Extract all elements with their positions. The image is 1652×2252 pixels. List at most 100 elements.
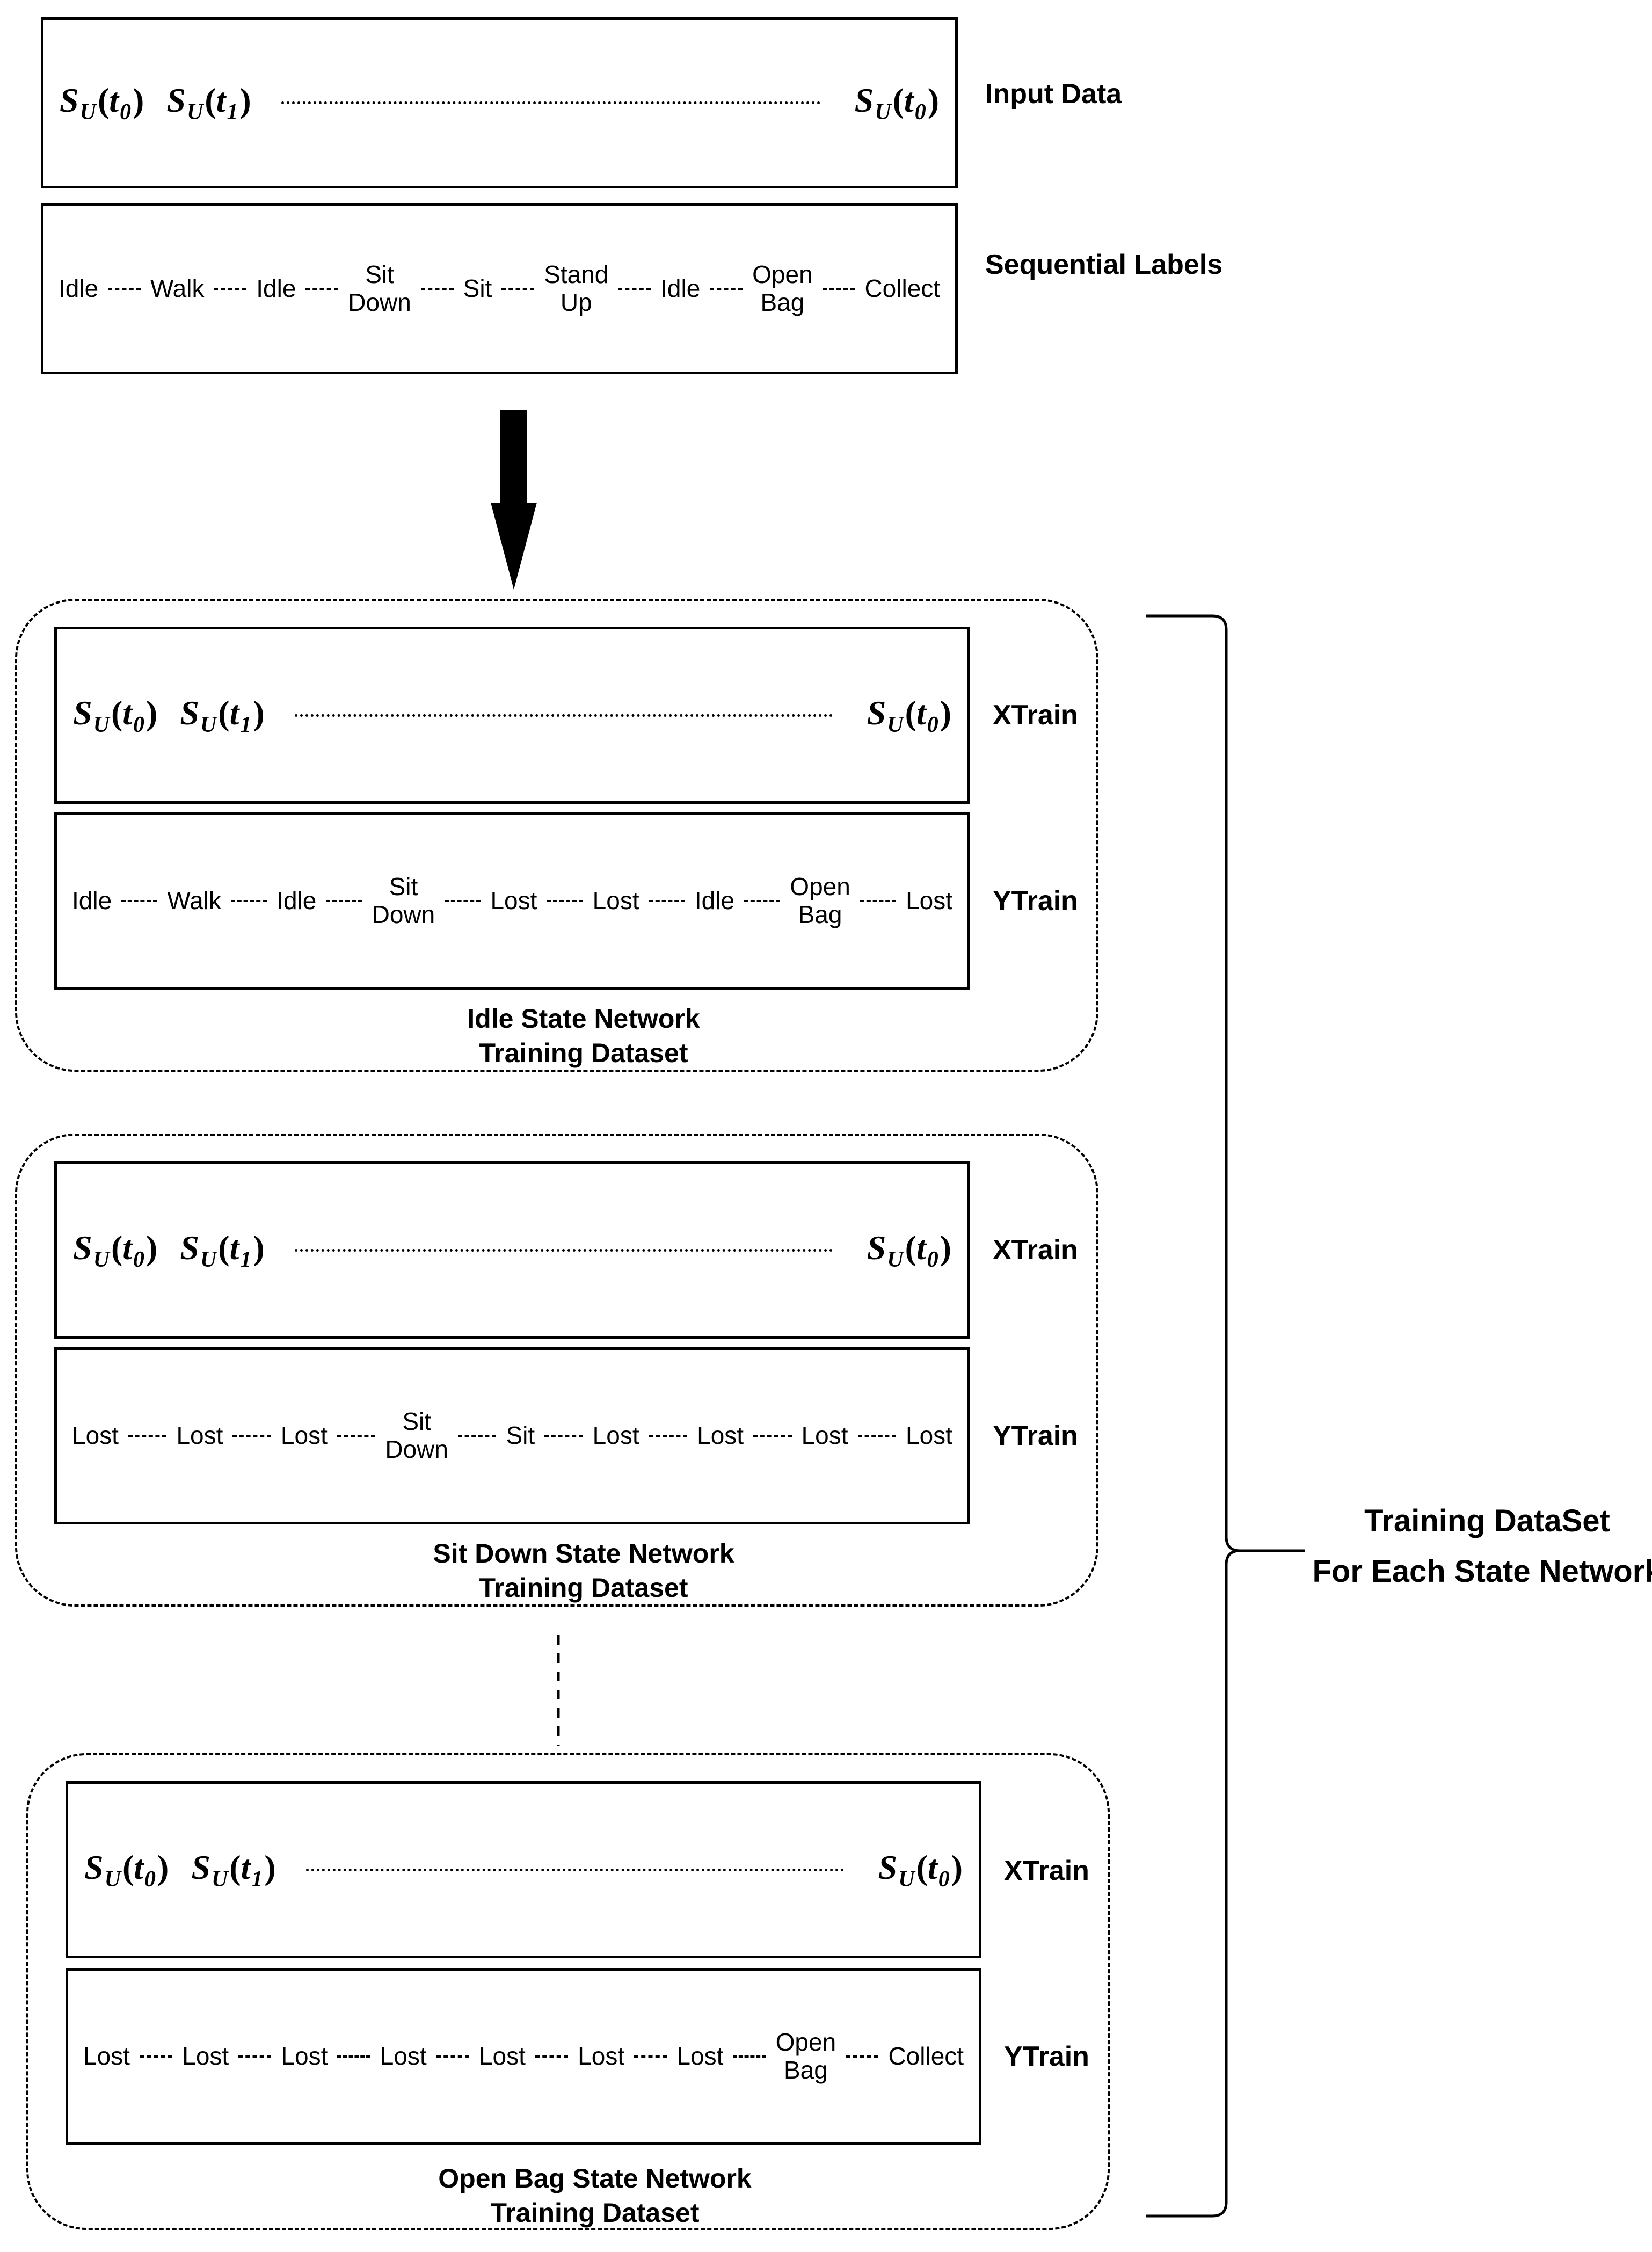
- seq-token: Lost: [281, 2042, 328, 2071]
- math-part: S: [878, 1848, 898, 1886]
- math-part: (: [111, 1228, 123, 1267]
- seq-token-line: Open: [752, 260, 813, 288]
- dash-connector: [544, 1435, 583, 1437]
- math-part: 1: [240, 712, 252, 737]
- math-part: (: [905, 1228, 916, 1267]
- math-term: SU(t1): [180, 1228, 264, 1273]
- caption-line: Training Dataset: [479, 1038, 688, 1068]
- math-part: S: [867, 1228, 886, 1267]
- math-part: ): [157, 1848, 169, 1886]
- idle-xtrain-box: SU(t0)SU(t1)SU(t0): [54, 627, 970, 804]
- math-term: SU(t1): [166, 81, 251, 125]
- caption-line: Sit Down State Network: [433, 1538, 734, 1568]
- dash-connector: [337, 2055, 370, 2058]
- open-bag-xtrain-box: SU(t0)SU(t1)SU(t0): [66, 1781, 981, 1958]
- seq-token: Lost: [83, 2042, 130, 2071]
- seq-token-line: Up: [560, 288, 592, 316]
- dash-connector: [753, 1435, 792, 1437]
- math-part: (: [229, 1848, 241, 1886]
- bracket-top-half: [1146, 614, 1305, 1552]
- math-term: SU(t0): [867, 1228, 951, 1273]
- math-part: S: [191, 1848, 210, 1886]
- math-term: SU(t1): [180, 693, 264, 738]
- math-part: ): [264, 1848, 276, 1886]
- math-part: U: [898, 1866, 915, 1892]
- math-term: SU(t0): [60, 81, 144, 125]
- math-part: (: [122, 1848, 134, 1886]
- math-part: 0: [927, 712, 938, 737]
- seq-token: Lost: [592, 1421, 639, 1450]
- math-part: (: [205, 81, 216, 119]
- seq-token-line: Bag: [798, 900, 842, 928]
- seq-token: Lost: [906, 1421, 952, 1450]
- math-part: 0: [120, 100, 132, 125]
- caption-line: Training Dataset: [479, 1573, 688, 1603]
- seq-token: Sit: [463, 274, 492, 302]
- seq-token: Idle: [694, 887, 735, 915]
- dash-connector: [436, 2055, 469, 2058]
- bracket-label: Training DataSet For Each State Network: [1299, 1496, 1652, 1597]
- seq-token: Sit: [506, 1421, 535, 1450]
- xtrain-label: XTrain: [993, 1234, 1078, 1266]
- math-part: S: [854, 81, 874, 119]
- math-part: ): [253, 693, 265, 732]
- bracket-label-line: For Each State Network: [1312, 1554, 1652, 1589]
- math-part: U: [200, 712, 217, 737]
- math-part: 0: [938, 1866, 950, 1892]
- seq-token: Lost: [490, 887, 537, 915]
- seq-token-line: Open: [790, 873, 850, 901]
- math-term: SU(t0): [73, 693, 157, 738]
- dash-connector: [857, 1435, 897, 1437]
- ytrain-label: YTrain: [1004, 2041, 1089, 2072]
- xtrain-label: XTrain: [1004, 1855, 1089, 1886]
- dash-connector: [634, 2055, 667, 2058]
- seq-token: Lost: [801, 1421, 848, 1450]
- math-part: ): [927, 81, 939, 119]
- seq-token: Idle: [660, 274, 701, 302]
- dash-connector: [744, 900, 781, 902]
- ytrain-label: YTrain: [993, 1420, 1078, 1451]
- seq-token: Lost: [578, 2042, 625, 2071]
- math-term: SU(t1): [191, 1848, 275, 1892]
- input-data-label: Input Data: [985, 78, 1122, 110]
- dotted-leader: [305, 1868, 844, 1871]
- math-part: U: [79, 100, 96, 125]
- caption-line: Open Bag State Network: [438, 2163, 752, 2193]
- dash-connector: [710, 287, 743, 290]
- math-part: ): [133, 81, 144, 119]
- seq-token: Walk: [167, 887, 221, 915]
- dash-connector: [822, 287, 855, 290]
- math-part: ): [239, 81, 251, 119]
- seq-token: Lost: [176, 1421, 223, 1450]
- seq-token-line: Sit: [402, 1407, 431, 1436]
- dash-connector: [547, 900, 583, 902]
- seq-token: Lost: [280, 1421, 328, 1450]
- dash-connector: [230, 900, 267, 902]
- seq-token: Lost: [592, 887, 639, 915]
- caption-line: Training Dataset: [490, 2198, 700, 2228]
- dash-connector: [457, 1435, 497, 1437]
- dash-connector: [535, 2055, 569, 2058]
- seq-token: Lost: [72, 1421, 119, 1450]
- math-part: (: [111, 693, 123, 732]
- sequential-labels-label: Sequential Labels: [985, 249, 1223, 280]
- dash-connector: [108, 287, 141, 290]
- sit-down-group-caption: Sit Down State Network Training Dataset: [44, 1536, 1123, 1605]
- math-part: ): [146, 1228, 158, 1267]
- math-part: (: [218, 1228, 230, 1267]
- math-part: (: [916, 1848, 928, 1886]
- math-part: S: [180, 1228, 199, 1267]
- dash-connector: [846, 2055, 879, 2058]
- math-part: 0: [914, 100, 926, 125]
- seq-token: Lost: [697, 1421, 744, 1450]
- seq-token: Idle: [59, 274, 99, 302]
- math-part: S: [166, 81, 186, 119]
